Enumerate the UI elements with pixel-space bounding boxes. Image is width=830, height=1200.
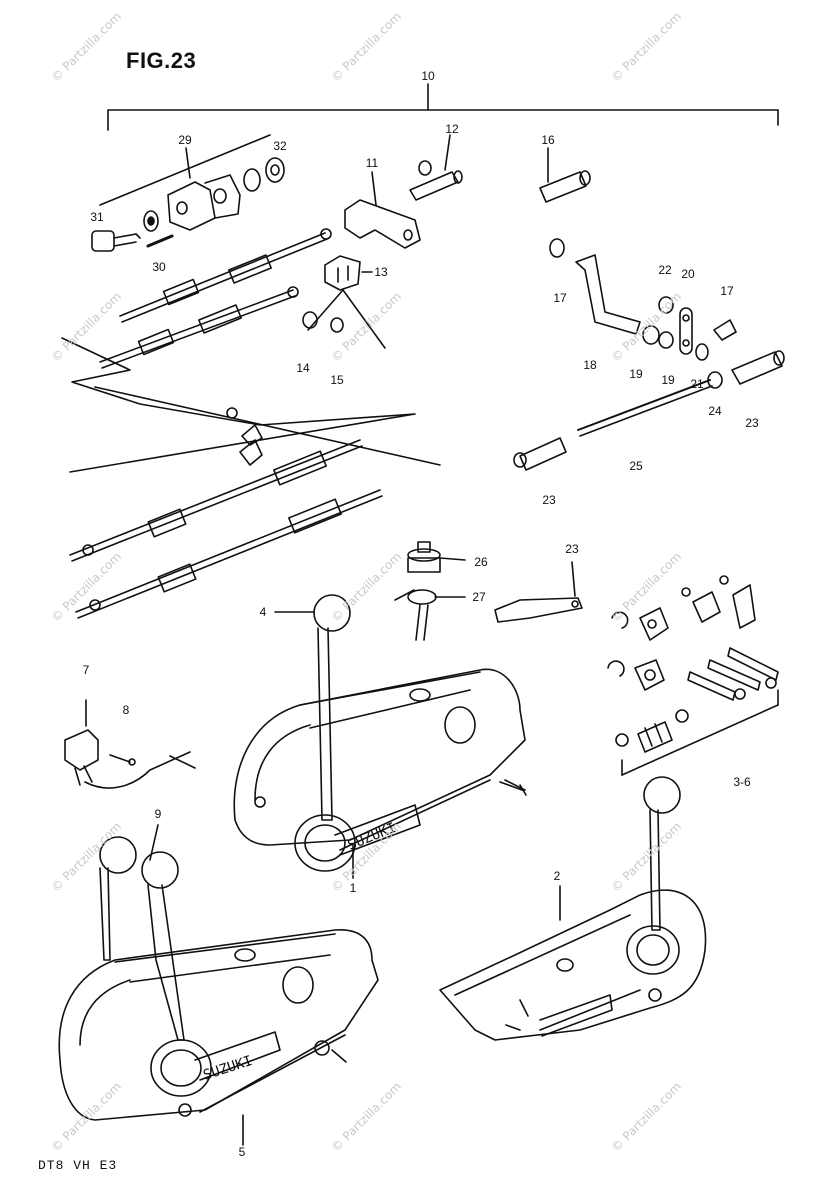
- bolt-17b: [713, 319, 737, 341]
- label-16: 16: [541, 133, 555, 147]
- leader-11: [371, 171, 377, 206]
- cable-upper-1: [119, 228, 332, 323]
- screw-31: [91, 230, 141, 252]
- label-19a: 19: [629, 367, 643, 381]
- leader-12: [444, 134, 451, 171]
- joint-23-right: [731, 350, 785, 385]
- lever-2: [643, 776, 681, 931]
- washer: [143, 210, 159, 232]
- label-29: 29: [178, 133, 192, 147]
- label-22: 22: [658, 263, 672, 277]
- label-14: 14: [296, 361, 310, 375]
- label-23c: 23: [565, 542, 579, 556]
- bracket-11: [344, 199, 421, 249]
- washer-15: [330, 317, 344, 333]
- rod-25: [577, 379, 713, 437]
- leader-23c: [571, 561, 576, 597]
- linkage-17-18: [549, 238, 674, 349]
- leader-29: [185, 147, 191, 179]
- clip-13: [324, 255, 361, 291]
- washer-32: [243, 168, 261, 192]
- cable-upper-2: [99, 286, 299, 369]
- label-18: 18: [583, 358, 597, 372]
- small-parts-3-6: [607, 575, 779, 753]
- leader-13b: [307, 289, 344, 331]
- bracket-29: [99, 134, 271, 206]
- guide-line: [94, 386, 441, 466]
- cable-lower-2: [75, 489, 383, 619]
- label-4: 4: [259, 605, 267, 619]
- switch-26: [407, 541, 441, 573]
- screw-box1: [504, 779, 526, 791]
- label-13: 13: [374, 265, 388, 279]
- label-24: 24: [708, 404, 722, 418]
- lever-4: [274, 594, 351, 821]
- label-10: 10: [421, 69, 435, 83]
- label-30: 30: [152, 260, 166, 274]
- label-5: 5: [238, 1145, 246, 1159]
- label-25: 25: [629, 459, 643, 473]
- label-3-6: 3-6: [733, 775, 751, 789]
- label-32: 32: [273, 139, 287, 153]
- joint-23-left: [513, 437, 567, 471]
- label-15: 15: [330, 373, 344, 387]
- label-8: 8: [122, 703, 130, 717]
- guide-lines-left: [61, 337, 416, 473]
- model-code: DT8 VH E3: [38, 1158, 118, 1173]
- label-11: 11: [365, 156, 379, 170]
- label-21: 21: [690, 377, 704, 391]
- label-26: 26: [474, 555, 488, 569]
- link-20: [679, 307, 693, 355]
- pin-16: [539, 170, 591, 203]
- label-27: 27: [472, 590, 486, 604]
- pin-30: [146, 234, 174, 248]
- bracket-3-6: [621, 689, 779, 776]
- label-31: 31: [90, 210, 104, 224]
- lever-9: [99, 824, 185, 1041]
- clamp-29: [167, 174, 241, 231]
- label-23a: 23: [745, 416, 759, 430]
- label-19b: 19: [661, 373, 675, 387]
- leader-13: [342, 289, 386, 349]
- pin-12: [409, 160, 463, 201]
- label-20: 20: [681, 267, 695, 281]
- remote-control-box-5: [58, 929, 379, 1121]
- seal-27: [394, 589, 437, 641]
- label-17b: 17: [720, 284, 734, 298]
- figure-title: FIG.23: [126, 48, 197, 73]
- label-12: 12: [445, 122, 459, 136]
- cable-lower-1: [69, 439, 363, 562]
- nut-14: [302, 311, 318, 329]
- screw-8: [109, 754, 136, 766]
- plate-23: [494, 597, 583, 623]
- label-7: 7: [82, 663, 90, 677]
- label-17a: 17: [553, 291, 567, 305]
- washer-21: [695, 343, 709, 361]
- label-9: 9: [154, 807, 162, 821]
- nut-32: [265, 157, 285, 183]
- bracket-10: [107, 83, 779, 131]
- label-23b: 23: [542, 493, 556, 507]
- neutral-switch-7: [64, 699, 196, 789]
- nut-22: [658, 296, 674, 314]
- cable-clip-mid: [226, 407, 263, 466]
- remote-control-box-2: [439, 889, 707, 1041]
- label-1: 1: [349, 881, 357, 895]
- label-2: 2: [553, 869, 561, 883]
- leader-26: [439, 557, 466, 561]
